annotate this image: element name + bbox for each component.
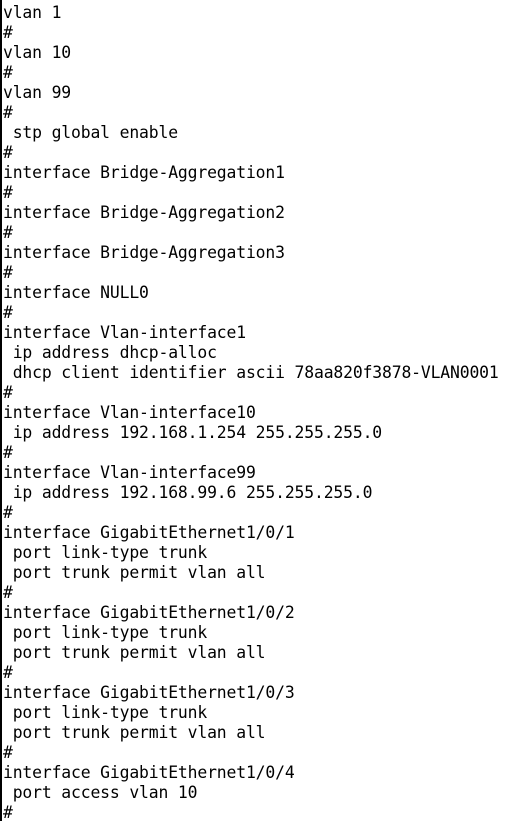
config-line: interface GigabitEthernet1/0/3 <box>3 683 295 702</box>
config-line: vlan 1 <box>3 3 62 22</box>
separator-line: # <box>3 263 13 282</box>
config-line: port trunk permit vlan all <box>3 563 266 582</box>
config-line: interface NULL0 <box>3 283 149 302</box>
separator-line: # <box>3 383 13 402</box>
config-line: interface GigabitEthernet1/0/1 <box>3 523 295 542</box>
config-line: port link-type trunk <box>3 623 208 642</box>
separator-line: # <box>3 803 13 821</box>
config-line: interface GigabitEthernet1/0/2 <box>3 603 295 622</box>
config-line: port link-type trunk <box>3 543 208 562</box>
config-line: interface GigabitEthernet1/0/4 <box>3 763 295 782</box>
config-line: port access vlan 10 <box>3 783 198 802</box>
config-line: vlan 10 <box>3 43 72 62</box>
separator-line: # <box>3 503 13 522</box>
config-line: interface Vlan-interface99 <box>3 463 256 482</box>
config-line: interface Bridge-Aggregation3 <box>3 243 285 262</box>
separator-line: # <box>3 143 13 162</box>
config-line: ip address 192.168.99.6 255.255.255.0 <box>3 483 373 502</box>
config-line: stp global enable <box>3 123 178 142</box>
config-line: interface Bridge-Aggregation1 <box>3 163 285 182</box>
separator-line: # <box>3 103 13 122</box>
separator-line: # <box>3 183 13 202</box>
separator-line: # <box>3 63 13 82</box>
config-line: interface Bridge-Aggregation2 <box>3 203 285 222</box>
config-line: vlan 99 <box>3 83 72 102</box>
config-line: interface Vlan-interface10 <box>3 403 256 422</box>
separator-line: # <box>3 743 13 762</box>
config-line: interface Vlan-interface1 <box>3 323 246 342</box>
separator-line: # <box>3 303 13 322</box>
separator-line: # <box>3 583 13 602</box>
separator-line: # <box>3 443 13 462</box>
separator-line: # <box>3 23 13 42</box>
config-line: port trunk permit vlan all <box>3 723 266 742</box>
config-line: ip address dhcp-alloc <box>3 343 217 362</box>
separator-line: # <box>3 663 13 682</box>
config-line: port link-type trunk <box>3 703 208 722</box>
config-line: ip address 192.168.1.254 255.255.255.0 <box>3 423 383 442</box>
config-line: dhcp client identifier ascii 78aa820f387… <box>3 363 499 382</box>
separator-line: # <box>3 223 13 242</box>
config-line: port trunk permit vlan all <box>3 643 266 662</box>
